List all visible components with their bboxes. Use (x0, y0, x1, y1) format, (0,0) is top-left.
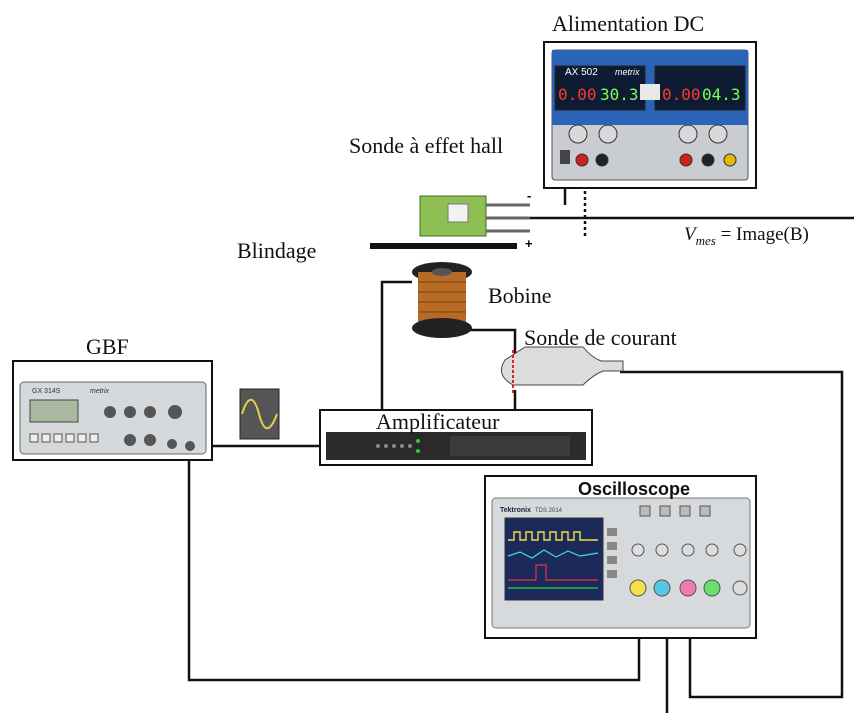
function-generator: GX 314S metrix (12, 360, 213, 461)
amp-to-coil-wire (380, 280, 412, 410)
polarity-minus: - (527, 188, 531, 203)
coil (412, 262, 472, 338)
function-generator-label: GBF (86, 334, 129, 359)
gbf-model: GX 314S (32, 388, 61, 395)
amplifier (319, 409, 593, 466)
wires (187, 185, 854, 713)
supply-display-left-current: 0.00 (558, 85, 597, 104)
gbf-brand: metrix (90, 388, 110, 395)
coil-label: Bobine (488, 283, 552, 308)
shielding-plate (370, 243, 517, 249)
supply-model: AX 502 (565, 67, 598, 78)
polarity-plus: + (525, 236, 533, 251)
supply-brand: metrix (615, 67, 640, 77)
vmes-symbol: V (684, 224, 696, 245)
scope-brand: Tektronix (500, 507, 531, 514)
supply-display-left-voltage: 30.3 (600, 85, 639, 104)
gbf-to-scope-wire (187, 450, 641, 682)
current-probe-to-scope-wire (620, 370, 844, 699)
oscilloscope: Tektronix TDS 2014 (484, 475, 757, 639)
hall-probe: - + (419, 188, 533, 251)
current-probe (500, 346, 624, 395)
coil-to-clamp-wire (470, 328, 517, 360)
amplifier-label: Amplificateur (376, 409, 500, 434)
shielding-label: Blindage (237, 238, 317, 263)
supply-display-right-current: 0.00 (662, 85, 701, 104)
sine-wave-icon (239, 388, 280, 440)
supply-display-right-voltage: 04.3 (702, 85, 741, 104)
vmes-rhs: = Image(B) (720, 224, 809, 245)
hall-probe-label: Sonde à effet hall (349, 133, 504, 158)
power-supply-label: Alimentation DC (552, 11, 705, 36)
vmes-equation: Vmes = Image(B) (684, 224, 809, 249)
oscilloscope-label: Oscilloscope (578, 479, 691, 499)
power-supply: AX 502 metrix 0.00 30.3 0.00 04.3 (543, 41, 757, 189)
current-probe-label: Sonde de courant (524, 325, 677, 350)
vmes-subscript: mes (695, 232, 716, 248)
scope-model: TDS 2014 (535, 508, 563, 514)
